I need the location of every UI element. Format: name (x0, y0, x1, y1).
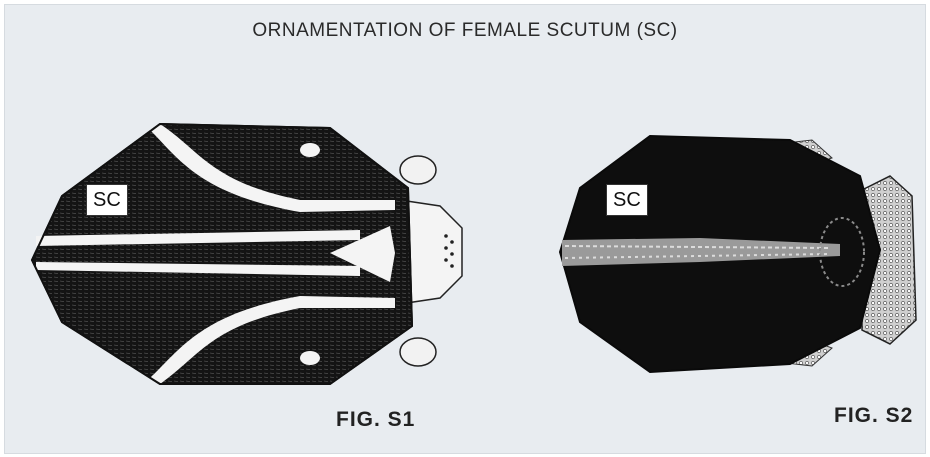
sc-label-fig-s1: SC (86, 184, 128, 216)
fig-s1-scutum-drawing (32, 124, 462, 384)
fig-s1-caption: FIG. S1 (336, 408, 415, 432)
fig-s2-caption: FIG. S2 (834, 404, 913, 428)
sc-label-fig-s2: SC (606, 184, 648, 216)
fig-s2-scutum-drawing (560, 136, 916, 372)
